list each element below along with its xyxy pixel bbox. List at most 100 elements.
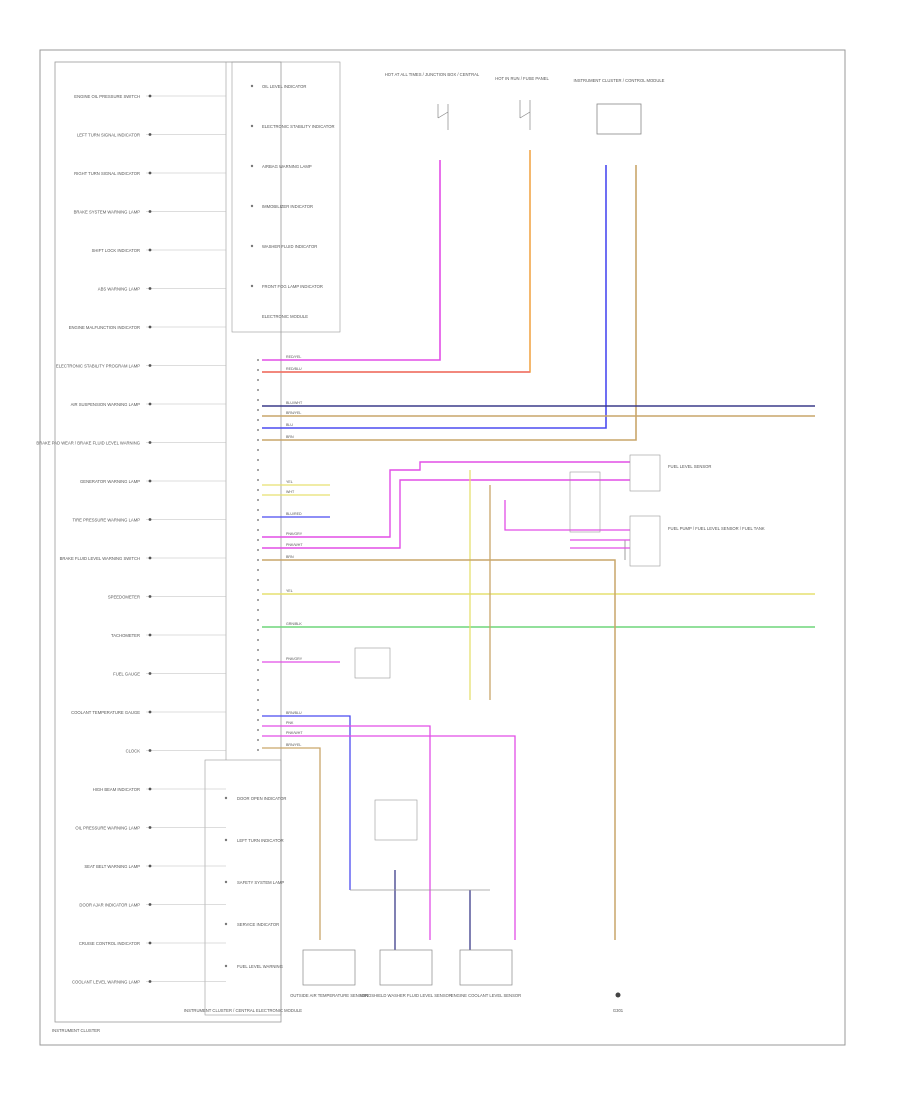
connector-pin	[257, 679, 259, 681]
left-label: DOOR AJAR INDICATOR LAMP	[79, 903, 140, 908]
diagram-frame	[39, 49, 846, 1046]
wire-label: BRN/YEL	[286, 411, 301, 415]
indicator-lamp-icon	[148, 556, 152, 560]
top-fuse-1-label: HOT AT ALL TIMES / JUNCTION BOX / CENTRA…	[385, 72, 480, 77]
left-label: ENGINE MALFUNCTION INDICATOR	[69, 325, 140, 330]
wire-label: PNK/WHT	[286, 543, 303, 547]
left-label: SHIFT LOCK INDICATOR	[92, 248, 140, 253]
right-bottom-label: DOOR OPEN INDICATOR	[237, 796, 286, 801]
connector-pin	[257, 639, 259, 641]
left-label: COOLANT TEMPERATURE GAUGE	[71, 710, 140, 715]
connector-pin	[257, 499, 259, 501]
wire-label: YEL	[286, 480, 293, 484]
left-label: ELECTRONIC STABILITY PROGRAM LAMP	[56, 364, 140, 369]
left-label: BRAKE FLUID LEVEL WARNING SWITCH	[60, 556, 140, 561]
indicator-node-icon	[250, 204, 254, 208]
wire-label: BLU	[286, 423, 293, 427]
connector-pin	[257, 369, 259, 371]
wire-label: BRN/BLU	[286, 711, 302, 715]
indicator-lamp-icon	[148, 980, 152, 983]
wire-orange-1	[262, 150, 531, 373]
left-label: LEFT TURN SIGNAL INDICATOR	[77, 133, 140, 138]
junction-box-small	[354, 647, 391, 679]
connector-pin	[257, 439, 259, 441]
connector-pin	[257, 489, 259, 491]
right-bottom-label: SAFETY SYSTEM LAMP	[237, 880, 284, 885]
wire-pink-8	[262, 725, 431, 940]
indicator-lamp-icon	[148, 94, 152, 98]
right-top-label: AIRBAG WARNING LAMP	[262, 164, 312, 169]
fuse-switch-1	[437, 104, 449, 130]
connector-pin	[257, 609, 259, 611]
indicator-lamp-icon	[148, 441, 152, 444]
top-fuse-2-label: HOT IN RUN / FUSE PANEL	[495, 76, 549, 81]
wire-pink-4	[504, 500, 630, 531]
indicator-lamp-icon	[148, 710, 152, 714]
left-label: CRUISE CONTROL INDICATOR	[79, 941, 140, 946]
indicator-lamp-icon	[148, 595, 152, 598]
top-fuse-3-label: INSTRUMENT CLUSTER / CONTROL MODULE	[574, 78, 665, 83]
indicator-node-icon	[250, 164, 254, 168]
connector-pin	[257, 649, 259, 651]
connector-pin	[257, 559, 259, 561]
sensor-1-label: OUTSIDE AIR TEMPERATURE SENSOR	[290, 993, 368, 998]
connector-pin	[257, 599, 259, 601]
indicator-lamp-icon	[148, 941, 152, 945]
indicator-node-icon	[250, 84, 254, 88]
connector-pin	[257, 729, 259, 731]
right-top-label: WASHER FLUID INDICATOR	[262, 244, 317, 249]
lower-indicator-block	[204, 759, 282, 1016]
connector-pin	[257, 619, 259, 621]
connector-pin	[257, 579, 259, 581]
indicator-lamp-icon	[148, 864, 152, 868]
connector-pins	[257, 359, 259, 751]
wire-gray-1	[620, 539, 626, 560]
left-label: COOLANT LEVEL WARNING LAMP	[72, 980, 140, 985]
indicator-block	[231, 61, 341, 333]
left-label: SEAT BELT WARNING LAMP	[84, 864, 140, 869]
sensor-3-label: ENGINE COOLANT LEVEL SENSOR	[451, 993, 521, 998]
connector-pin	[257, 539, 259, 541]
footer-label: INSTRUMENT CLUSTER	[52, 1028, 100, 1033]
indicator-lamp-icon	[148, 325, 152, 329]
connector-pin	[257, 419, 259, 421]
wire-label: PNK	[286, 721, 294, 725]
connector-pin	[257, 549, 259, 551]
fuel-sender-label: FUEL LEVEL SENSOR	[668, 464, 711, 469]
left-label: GENERATOR WARNING LAMP	[80, 479, 140, 484]
indicator-node-icon	[250, 244, 254, 248]
connector-pin	[257, 749, 259, 751]
connector-pin	[257, 359, 259, 361]
connector-pin	[257, 379, 259, 381]
connector-pin	[257, 659, 259, 661]
connector-pin	[257, 629, 259, 631]
connector-pin	[257, 449, 259, 451]
left-label: ABS WARNING LAMP	[98, 287, 140, 292]
indicator-node-icon	[250, 124, 254, 128]
wire-label: PNK/GRY	[286, 657, 303, 661]
wire-label: YEL	[286, 589, 293, 593]
wire-pink-2	[262, 461, 630, 538]
washer-module-box	[374, 799, 418, 841]
ground-label: G301	[613, 1008, 624, 1013]
wire-label: BRN/YEL	[286, 743, 301, 747]
connector-pin	[257, 389, 259, 391]
indicator-node-icon	[250, 284, 254, 288]
wire-pink-1	[262, 160, 441, 361]
wire-tan-ground	[262, 559, 616, 940]
wire-pink-9	[262, 735, 516, 940]
indicator-lamp-icon	[148, 903, 152, 906]
left-label: RIGHT TURN SIGNAL INDICATOR	[74, 171, 140, 176]
wire-label: RED/BLU	[286, 367, 302, 371]
wire-blue-1	[262, 165, 607, 429]
connector-pin	[257, 739, 259, 741]
left-label: HIGH BEAM INDICATOR	[93, 787, 140, 792]
indicator-lamp-icon	[148, 171, 152, 175]
connector-pin	[257, 569, 259, 571]
left-label: OIL PRESSURE WARNING LAMP	[75, 826, 140, 831]
indicator-lamp-icon	[148, 518, 152, 521]
fuel-sender-box	[629, 454, 661, 492]
